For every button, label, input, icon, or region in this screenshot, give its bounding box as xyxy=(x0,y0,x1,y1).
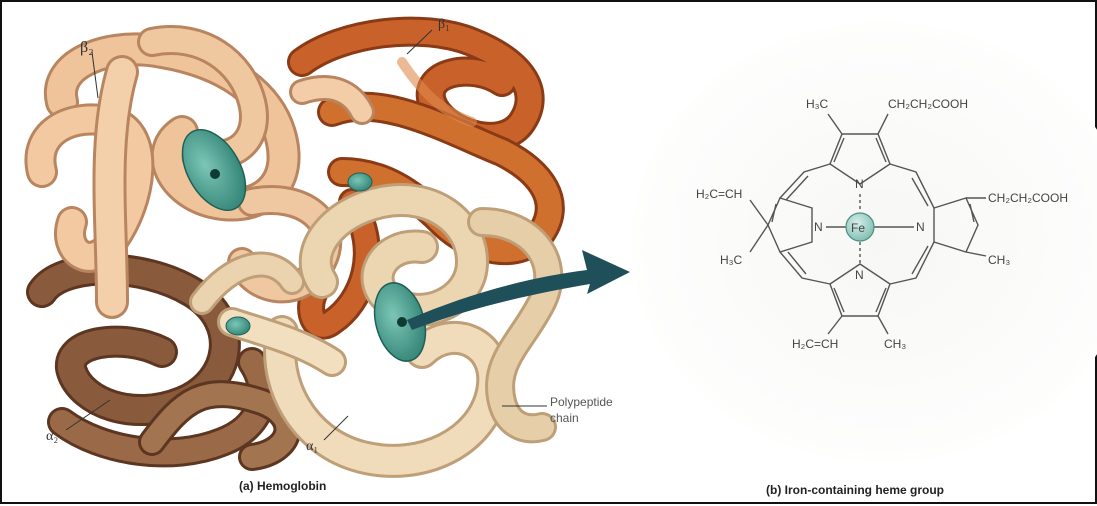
propionate-right-label: CH₂CH₂COOH xyxy=(988,191,1068,205)
hemoglobin-caption: (a) Hemoglobin xyxy=(239,479,326,493)
h3c-top-label: H₃C xyxy=(806,97,829,111)
hemoglobin-illustration xyxy=(40,32,630,461)
polypeptide-label-line1: Polypeptide xyxy=(550,395,613,409)
beta1-chain xyxy=(302,32,550,326)
alpha1-label: α₁ xyxy=(306,439,318,454)
alpha2-label: α₂ xyxy=(46,429,58,444)
h3c-left-label: H₃C xyxy=(720,253,743,267)
heme-caption: (b) Iron-containing heme group xyxy=(766,483,944,497)
heme-background xyxy=(632,22,1097,462)
n-bottom-label: N xyxy=(855,268,864,282)
heme-disc-beta1 xyxy=(348,173,372,191)
alpha2-chain xyxy=(42,270,287,458)
polypeptide-label-line2: chain xyxy=(550,411,579,425)
propionate-top-label: CH₂CH₂COOH xyxy=(888,97,968,111)
beta1-label: β₁ xyxy=(438,17,450,32)
vinyl-bottom-label: H₂C=CH xyxy=(792,337,838,351)
n-top-label: N xyxy=(855,177,864,191)
ch3-bottom-label: CH₃ xyxy=(884,337,906,351)
heme-disc-alpha2 xyxy=(226,317,250,335)
fe-label: Fe xyxy=(851,221,865,235)
ch3-right-label: CH₃ xyxy=(988,253,1010,267)
n-left-label: N xyxy=(814,220,823,234)
beta2-label: β₂ xyxy=(80,39,94,56)
vinyl-left-label: H₂C=CH xyxy=(696,187,742,201)
n-right-label: N xyxy=(916,220,925,234)
